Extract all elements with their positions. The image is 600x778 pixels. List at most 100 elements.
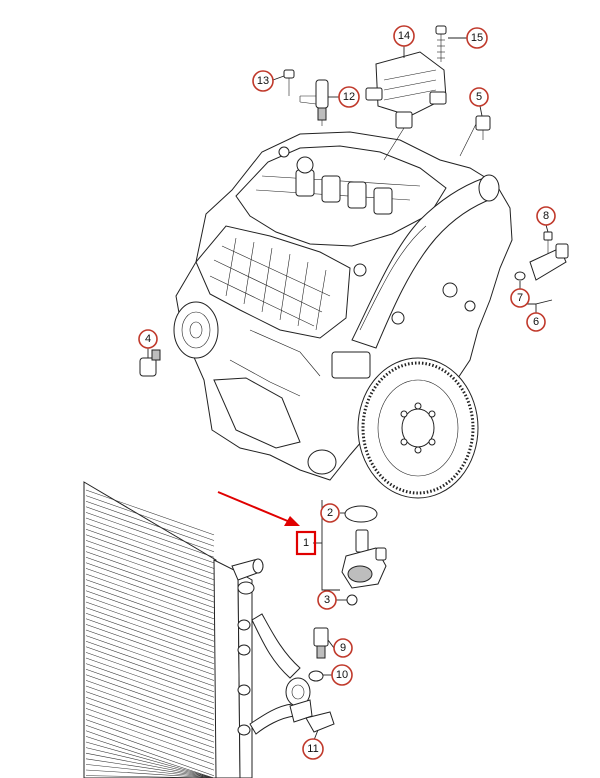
callout-9[interactable]: 9 xyxy=(333,638,353,658)
part-3-nut xyxy=(346,594,358,606)
radiator-fin xyxy=(85,568,215,614)
radiator-fin xyxy=(85,556,215,603)
highlight-box xyxy=(295,530,317,556)
part-6-sensor xyxy=(529,243,569,281)
radiator-fin xyxy=(85,573,215,620)
radiator-fin xyxy=(85,719,215,765)
callout-8-label: 8 xyxy=(543,210,549,222)
radiator-fin xyxy=(85,680,215,726)
radiator-fin xyxy=(85,758,215,778)
callout-11-label: 11 xyxy=(307,743,318,755)
radiator-fin xyxy=(85,736,215,778)
radiator-fin xyxy=(85,635,215,681)
charge-pipe xyxy=(351,174,500,349)
callout-6[interactable]: 6 xyxy=(526,312,546,332)
radiator-fin xyxy=(85,657,215,704)
callout-14-label: 14 xyxy=(398,30,410,42)
callout-6-label: 6 xyxy=(533,316,539,328)
radiator-fin xyxy=(85,534,215,580)
radiator-fin xyxy=(85,618,215,664)
part-11-clip xyxy=(305,711,335,733)
callout-5-label: 5 xyxy=(476,91,482,103)
radiator-fin xyxy=(85,663,215,709)
radiator-fin xyxy=(85,596,215,642)
radiator-fin xyxy=(85,517,215,564)
part-12-sensor xyxy=(299,79,329,126)
radiator-fins xyxy=(85,489,215,778)
radiator-fin xyxy=(85,495,215,541)
radiator-fin xyxy=(85,691,215,737)
radiator-fin xyxy=(85,590,215,636)
part-4-sensor xyxy=(139,349,161,377)
radiator-fin xyxy=(85,601,215,648)
intake-manifold xyxy=(195,225,351,339)
radiator-fin xyxy=(85,668,215,715)
radiator-fin xyxy=(85,624,215,670)
callout-labels: 1 2 3 4 5 6 7 8 xyxy=(138,25,556,760)
radiator-fin xyxy=(85,500,215,547)
callout-2[interactable]: 2 xyxy=(320,503,340,523)
callout-7[interactable]: 7 xyxy=(510,288,530,308)
callout-9-label: 9 xyxy=(340,642,346,654)
radiator xyxy=(83,481,301,778)
flywheel xyxy=(357,357,479,499)
radiator-fin xyxy=(85,512,215,558)
radiator-fin xyxy=(85,724,215,771)
radiator-fin xyxy=(85,506,215,552)
callout-3-label: 3 xyxy=(324,594,330,606)
part-8-bolt xyxy=(543,231,553,254)
callout-10[interactable]: 10 xyxy=(331,664,353,686)
part-1-oil-level-sensor xyxy=(341,529,387,589)
leader-lines xyxy=(147,37,553,741)
radiator-fin xyxy=(85,646,215,692)
radiator-fin xyxy=(85,652,215,698)
callout-2-label: 2 xyxy=(327,507,333,519)
thermostat-housing xyxy=(285,677,313,723)
engine-assembly xyxy=(173,131,513,499)
part-10-o-ring xyxy=(308,670,324,682)
callout-1[interactable]: 1 xyxy=(303,537,309,549)
radiator-fin xyxy=(85,708,215,754)
radiator-fin xyxy=(85,489,215,536)
alternator xyxy=(173,301,219,359)
part-2-o-ring xyxy=(344,505,378,523)
radiator-fin xyxy=(85,752,215,778)
callout-4-label: 4 xyxy=(145,333,151,345)
radiator-fin xyxy=(85,741,215,778)
callout-12[interactable]: 12 xyxy=(338,86,360,108)
radiator-fin xyxy=(85,579,215,625)
callout-3[interactable]: 3 xyxy=(317,590,337,610)
radiator-fin xyxy=(85,612,215,659)
radiator-fin xyxy=(85,685,215,732)
radiator-fin xyxy=(85,730,215,776)
callout-4[interactable]: 4 xyxy=(138,329,158,349)
part-9-sender xyxy=(313,627,329,659)
part-14-module xyxy=(365,51,447,161)
radiator-fin xyxy=(85,640,215,687)
cam-caps xyxy=(278,146,393,215)
part-13-screw xyxy=(283,69,295,96)
callout-11[interactable]: 11 xyxy=(302,738,324,760)
radiator-fin xyxy=(85,713,215,760)
callout-15[interactable]: 15 xyxy=(466,27,488,49)
callout-8[interactable]: 8 xyxy=(536,206,556,226)
part-7-o-ring xyxy=(514,271,526,281)
callout-5[interactable]: 5 xyxy=(469,87,489,107)
callout-15-label: 15 xyxy=(471,32,483,44)
callout-12-label: 12 xyxy=(343,91,355,103)
callout-13-label: 13 xyxy=(257,75,269,87)
highlight-arrow xyxy=(217,491,300,526)
radiator-fin xyxy=(85,607,215,653)
callout-10-label: 10 xyxy=(336,669,348,681)
radiator-fin xyxy=(85,551,215,597)
callout-13[interactable]: 13 xyxy=(252,70,274,92)
radiator-fin xyxy=(85,747,215,778)
radiator-fin xyxy=(85,674,215,720)
part-5-sender xyxy=(459,115,491,157)
radiator-fin xyxy=(85,629,215,676)
radiator-fin xyxy=(85,696,215,743)
radiator-fin xyxy=(85,528,215,575)
callout-14[interactable]: 14 xyxy=(393,25,415,47)
radiator-fin xyxy=(85,764,215,778)
